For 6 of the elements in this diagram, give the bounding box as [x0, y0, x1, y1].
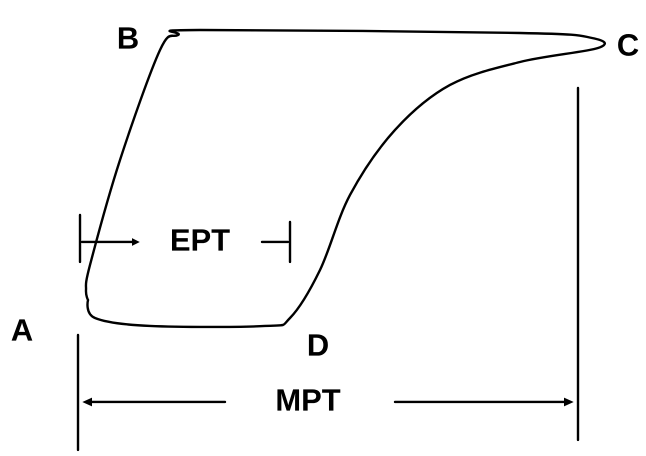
point-label: A — [12, 319, 32, 341]
point-label: D — [308, 334, 328, 356]
dimension-label: MPT — [277, 389, 340, 411]
dimension-label: EPT — [172, 229, 230, 251]
point-label: C — [618, 34, 638, 56]
point-label: B — [118, 27, 138, 49]
